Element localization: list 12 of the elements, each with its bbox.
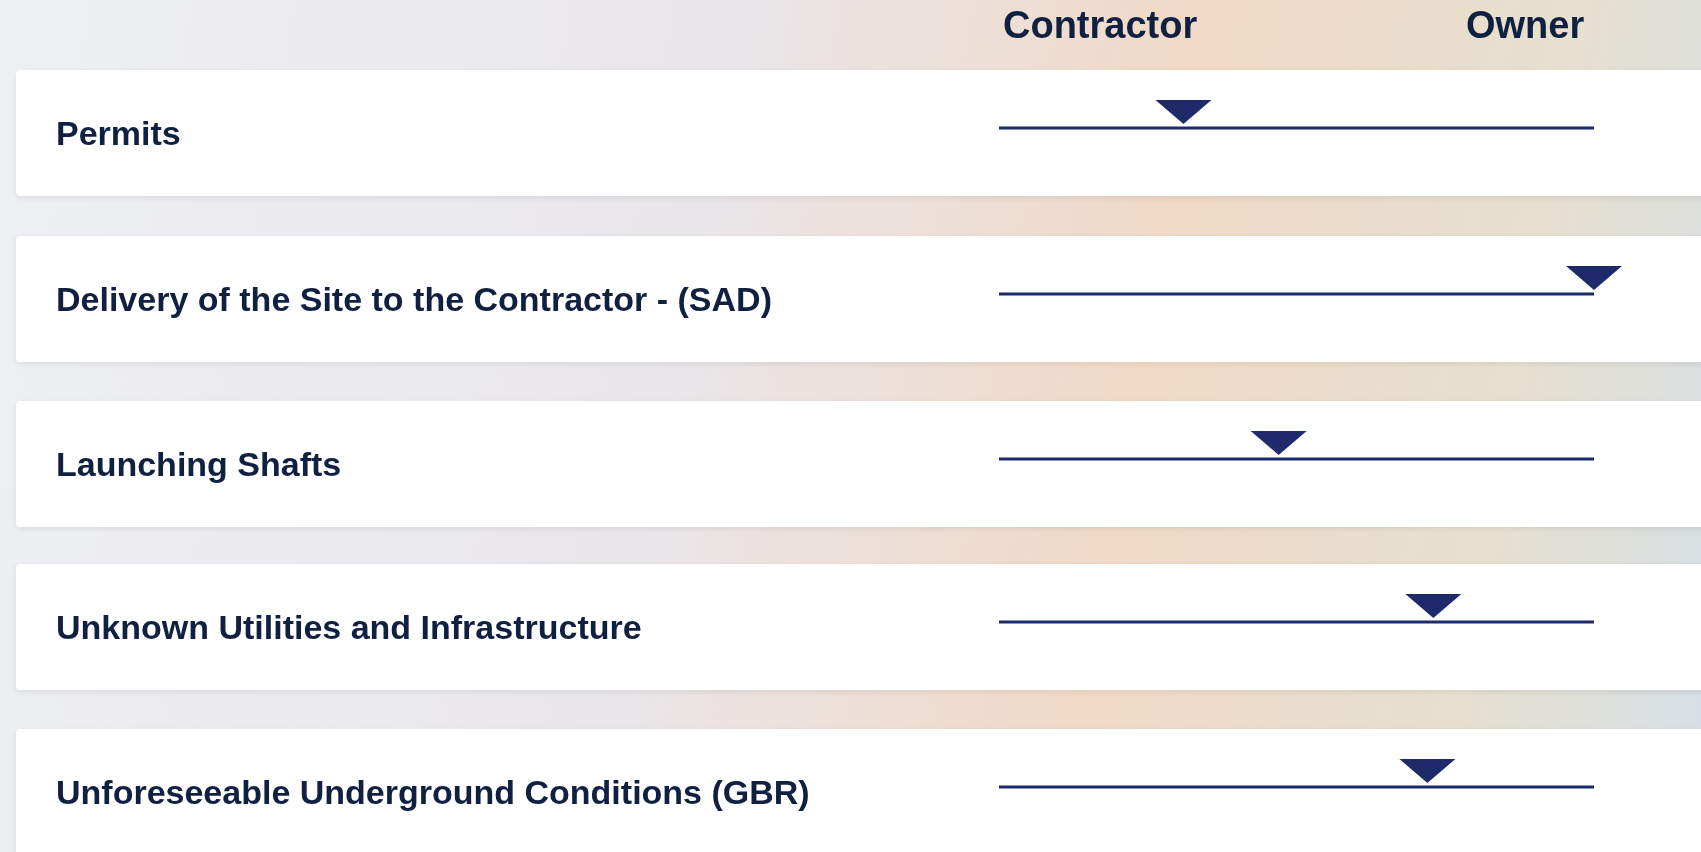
scale-end-label: Contractor: [1003, 4, 1198, 47]
risk-item-text: Delivery of the Site to the Contractor - (SAD): [56, 279, 772, 319]
scale-end-label: Owner: [1466, 4, 1585, 47]
risk-item-text: Launching Shafts: [56, 444, 342, 484]
risk-item-text: Permits: [56, 113, 181, 153]
risk-row-card: [16, 564, 1701, 690]
risk-row-card: [16, 236, 1701, 362]
risk-item-text: Unknown Utilities and Infrastructure: [56, 607, 642, 647]
risk-row-card: [16, 729, 1701, 852]
risk-item-text: Unforeseeable Underground Conditions (GBR): [56, 772, 810, 812]
risk-row-card: [16, 401, 1701, 527]
risk-row-card: [16, 70, 1701, 196]
